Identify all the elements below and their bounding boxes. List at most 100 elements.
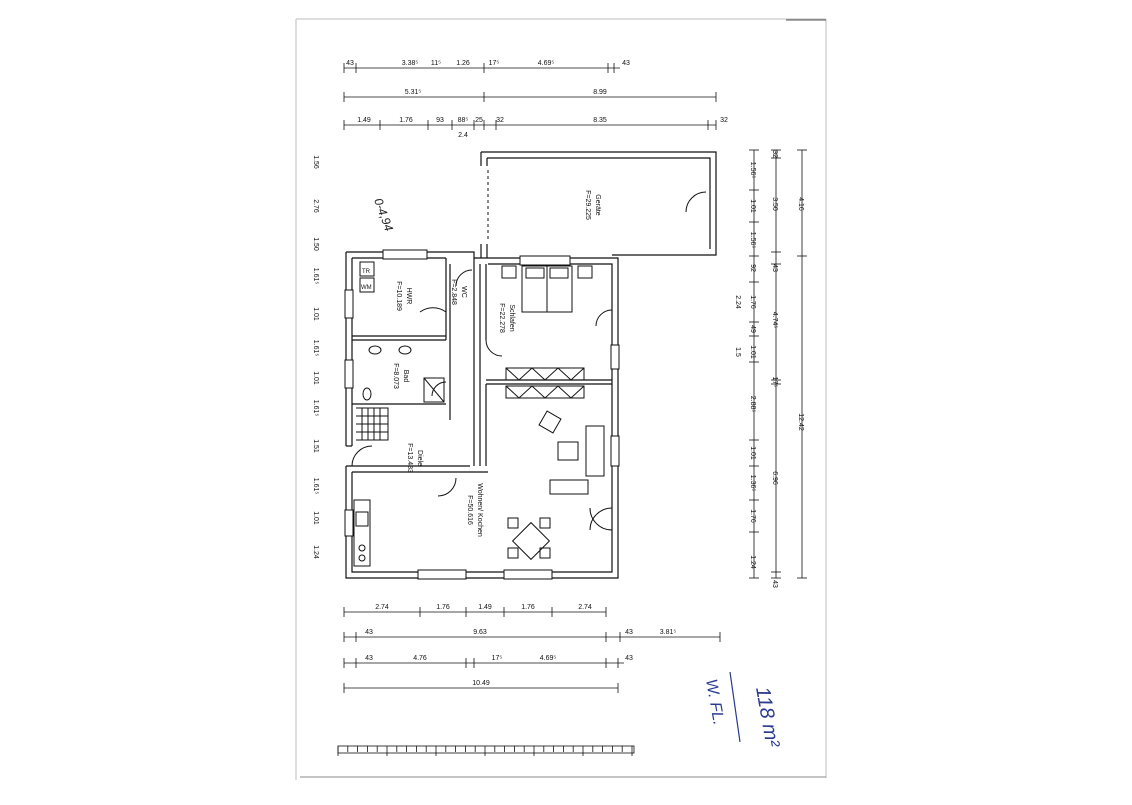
dimension-label: 3.38⁵ [402, 60, 419, 67]
dimension-label: 1.76 [436, 604, 450, 611]
dimension-label: 1.61⁵ [312, 478, 319, 495]
dimension-label: 43 [365, 655, 373, 662]
dimension-label: 17⁵ [489, 60, 500, 67]
room-name-hwr: HWR [405, 288, 412, 305]
handwritten-top-note: 0-4,94 [371, 196, 396, 233]
dimension-label: 1.76 [399, 117, 413, 124]
dimension-label: 43 [625, 655, 633, 662]
room-name-wc: WC [460, 286, 467, 298]
dimension-lines [344, 67, 803, 689]
wardrobe [505, 367, 585, 399]
dimension-label: 9.63 [473, 629, 487, 636]
dimension-label: 5.31⁵ [405, 89, 422, 96]
dimension-label: 17⁵ [492, 655, 503, 662]
dimension-label: 1.76 [521, 604, 535, 611]
room-area-wc: F=2.848 [450, 279, 457, 305]
dimension-label: 1.56 [312, 155, 319, 169]
dimension-label: 12.42 [797, 413, 804, 431]
dimension-label: 43 [346, 60, 354, 67]
dimension-label: 3.50 [771, 197, 778, 211]
dimension-label: 1.50 [312, 237, 319, 251]
dimension-label: 4.16 [797, 197, 804, 211]
dimension-label: 93 [436, 117, 444, 124]
bathroom-fixtures [362, 345, 445, 403]
kitchen-counter [353, 499, 371, 567]
stairs [356, 407, 389, 441]
dimension-label: 1.56⁵ [749, 232, 756, 249]
dimension-label: 43 [771, 580, 778, 588]
bed [501, 265, 593, 313]
dimension-label: 1.01 [312, 307, 319, 321]
living-furniture [538, 410, 605, 495]
dimension-label: 1.61⁵ [312, 400, 319, 417]
dining-table [507, 517, 551, 561]
scale-bar [337, 745, 635, 756]
dimension-label: 8.99 [593, 89, 607, 96]
dimension-label: 43 [365, 629, 373, 636]
dimension-label: 1.49 [357, 117, 371, 124]
room-name-wohnen: Wohnen/ Kochen [476, 483, 483, 537]
dimension-label: 32 [771, 150, 778, 158]
dimension-label: 4.69⁵ [538, 60, 555, 67]
walls [345, 151, 717, 579]
room-area-schlafen: F=22.278 [498, 303, 505, 333]
fixture-tr-label: TR [362, 269, 371, 275]
dimension-label: 1.01 [312, 371, 319, 385]
handwritten-area-label: W. FL. [702, 678, 727, 727]
dimension-label: 25 [475, 117, 483, 124]
dimension-label: 1.61⁵ [312, 268, 319, 285]
dimension-label: 11⁵ [431, 60, 441, 67]
dimension-label: 2.74 [578, 604, 592, 611]
handwritten-area-value: 118 m² [751, 685, 783, 750]
dimension-label: 88⁵ [458, 117, 469, 124]
room-name-geraete: Geräte [594, 194, 601, 216]
dimension-label: 1.01 [749, 446, 756, 460]
dimension-label: 10.49 [472, 680, 490, 687]
dimension-label: 1.24 [749, 555, 756, 569]
dimension-labels: 43 3.38⁵ 11⁵ 1.26 17⁵ 4.69⁵ 43 5.31⁵ 8.99 1.49 1.7… [312, 60, 804, 687]
dimension-label: 1.24 [312, 545, 319, 559]
room-area-wohnen: F=50.616 [466, 495, 473, 525]
dimension-note: 2.4 [458, 132, 468, 139]
dimension-label: 4.69⁵ [540, 655, 557, 662]
dimension-label: 32 [496, 117, 504, 124]
dimension-label: 8.35 [593, 117, 607, 124]
dimension-label: 1.01 [749, 199, 756, 213]
dimension-label: 2.88⁵ [749, 396, 756, 413]
handwritten-notes: 0-4,94 W. FL. 118 m² [371, 196, 783, 750]
dimension-label: 4.76 [413, 655, 427, 662]
dimension-label: 1.76 [749, 295, 756, 309]
laundry-fixtures [359, 261, 375, 293]
dimension-label: 3.81⁵ [660, 629, 677, 636]
dimension-label: 49 [749, 325, 756, 333]
paper-border [295, 18, 827, 780]
room-area-geraete: F=29.225 [584, 190, 591, 220]
dimension-label: 1.56⁵ [749, 162, 756, 179]
dimension-note: 2.24 [734, 295, 741, 309]
dimension-label: 92 [749, 264, 756, 272]
room-name-diele: Diele [416, 450, 423, 466]
dimension-label: 1.61⁵ [312, 340, 319, 357]
dimension-label: 2.74 [375, 604, 389, 611]
dimension-label: 4.74⁵ [771, 312, 778, 329]
dimension-label: 1.36⁵ [749, 475, 756, 492]
dimension-label: 1.51 [312, 439, 319, 453]
dimension-ticks [343, 63, 807, 693]
room-name-schlafen: Schlafen [508, 304, 515, 331]
room-name-bad: Bad [402, 370, 409, 383]
room-area-diele: F=13.483 [406, 443, 413, 473]
room-area-bad: F=8.073 [392, 363, 399, 389]
doors [351, 191, 707, 531]
room-labels: Geräte F=29.225 Schlafen F=22.278 HWR F=… [361, 190, 601, 537]
dimension-note: 1.5 [734, 347, 741, 357]
windows [344, 249, 620, 580]
dimension-label: 1.49 [478, 604, 492, 611]
dimension-label: 2.76 [312, 199, 319, 213]
dimension-label: 6.96 [771, 471, 778, 485]
dimension-label: 1.26 [456, 60, 470, 67]
dimension-label: 32 [720, 117, 728, 124]
dimension-label: 1.01 [749, 345, 756, 359]
dimension-label: 43 [622, 60, 630, 67]
